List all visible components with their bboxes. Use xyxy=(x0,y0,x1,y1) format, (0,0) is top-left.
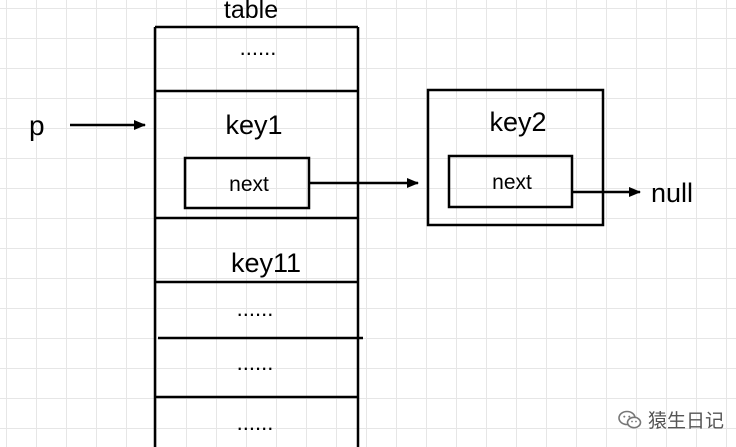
node-next-label: next xyxy=(492,171,532,194)
wechat-icon xyxy=(618,410,642,428)
node-key: key2 xyxy=(489,107,546,137)
table-row-1-ellipsis: ...... xyxy=(240,35,277,60)
table: ...... key1 next key11 ...... ...... ...… xyxy=(153,25,363,447)
table-row-2-next-label: next xyxy=(229,173,269,196)
table-title: table xyxy=(224,0,278,24)
watermark-text: 猿生日记 xyxy=(647,410,724,432)
linked-node: key2 next xyxy=(426,88,605,227)
null-label: null xyxy=(651,178,693,208)
node-next-box xyxy=(447,154,574,209)
table-row-3-key: key11 xyxy=(231,248,301,278)
table-row-2-key: key1 xyxy=(225,110,282,140)
table-row-4-ellipsis: ...... xyxy=(237,296,274,321)
table-row-6-ellipsis: ...... xyxy=(237,410,274,435)
node-box xyxy=(426,88,605,227)
watermark: 猿生日记 xyxy=(618,406,724,433)
pointer-label: p xyxy=(29,110,45,141)
table-row-5-ellipsis: ...... xyxy=(237,350,274,375)
